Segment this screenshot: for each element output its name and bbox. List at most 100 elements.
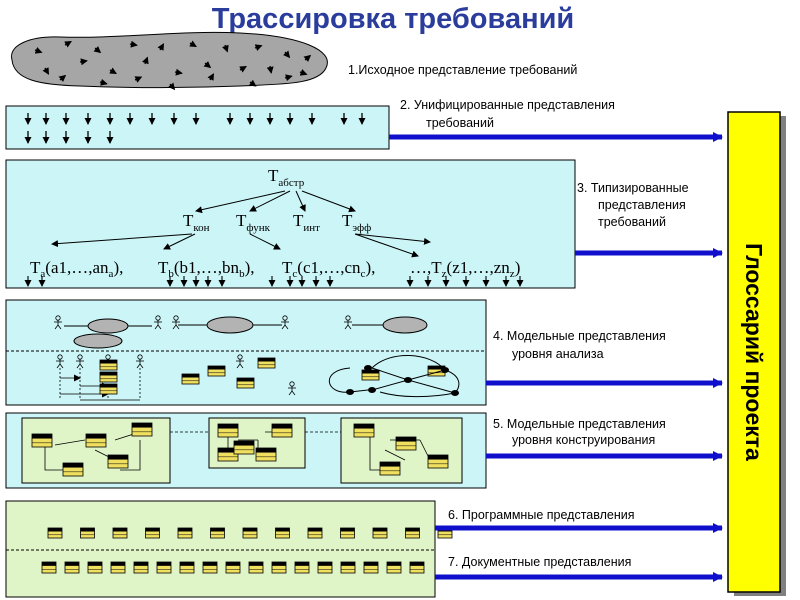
- cloud-arrow: [282, 50, 291, 59]
- actor-figure: [136, 354, 144, 369]
- component-icon: [379, 461, 401, 476]
- cloud-arrow: [129, 40, 138, 48]
- document-component: [317, 561, 333, 574]
- actor-figure: [344, 315, 352, 330]
- component-icon: [62, 462, 84, 477]
- program-component: [177, 527, 193, 539]
- cloud-arrow: [93, 45, 102, 54]
- state-nodes: [346, 365, 459, 396]
- state-node: [451, 390, 459, 396]
- page-title: Трассировка требований: [212, 3, 575, 35]
- document-component: [156, 561, 172, 574]
- type-eff: Tэфф: [342, 211, 371, 234]
- requirements-cloud: [11, 31, 328, 88]
- program-component: [275, 527, 290, 539]
- stage-3-label-line3: требований: [598, 215, 666, 229]
- stage-5-label-line1: 5. Модельные представления: [493, 417, 666, 431]
- stage-3-group: Tабстр Tкон Tфунк Tинт Tэфф Ta(a1,…,ana)…: [5, 159, 723, 289]
- document-component: [64, 561, 80, 574]
- document-component: [409, 561, 425, 574]
- component-icon: [271, 423, 293, 438]
- cloud-arrow: [157, 43, 165, 51]
- program-component: [112, 527, 128, 539]
- type-z: …,Tz(z1,…,znz): [410, 258, 520, 280]
- stage-5-components: [31, 422, 449, 477]
- program-component: [145, 527, 160, 539]
- cloud-arrow: [207, 73, 215, 81]
- type-funk: Tфунк: [236, 211, 271, 234]
- stage-7-label: 7. Документные представления: [448, 555, 631, 569]
- document-component: [294, 561, 310, 574]
- cloud-arrow: [248, 79, 257, 87]
- component-icon: [107, 454, 129, 469]
- stage-2-label-line2: требований: [426, 116, 494, 130]
- stage-2-label-line1: 2. Унифицированные представления: [400, 98, 615, 112]
- type-int: Tинт: [293, 211, 320, 234]
- stage-2-group: 2. Унифицированные представления требова…: [5, 98, 723, 150]
- component-icon: [427, 454, 449, 469]
- type-a: Ta(a1,…,ana),: [30, 258, 123, 280]
- state-node: [368, 387, 376, 393]
- state-node: [441, 367, 449, 373]
- cloud-arrow: [79, 58, 88, 66]
- component-icon: [99, 371, 118, 383]
- document-component: [386, 561, 402, 574]
- document-component: [340, 561, 356, 574]
- cloud-arrow: [134, 76, 143, 83]
- component-icon: [236, 377, 255, 389]
- component-icon: [255, 447, 277, 462]
- stage-3-label-line2: представления: [598, 198, 686, 212]
- state-diagram: [328, 355, 460, 398]
- cloud-arrow: [239, 65, 247, 73]
- stage-3-label-line1: 3. Типизированные: [577, 181, 689, 195]
- document-component: [87, 561, 103, 574]
- type-root: Tабстр: [268, 166, 305, 189]
- stage-4-label-line1: 4. Модельные представления: [493, 329, 666, 343]
- cloud-arrow: [299, 69, 308, 76]
- cloud-arrow: [64, 40, 72, 48]
- cloud-arrow: [266, 65, 274, 74]
- program-component: [372, 527, 388, 539]
- type-kon: Tкон: [183, 211, 210, 234]
- stage-4-panel: [5, 299, 487, 406]
- glossary-group: Глоссарий проекта: [727, 111, 786, 596]
- program-component: [80, 527, 95, 539]
- type-tree-lines: [51, 190, 431, 258]
- unified-arrows: [24, 113, 366, 144]
- stage-4-group: 4. Модельные представления уровня анализ…: [5, 299, 723, 406]
- cloud-arrow: [167, 82, 176, 91]
- program-component: [340, 527, 355, 539]
- cloud-arrow: [303, 54, 312, 63]
- component-icon: [31, 433, 53, 448]
- stage-6-label: 6. Программные представления: [448, 508, 634, 522]
- typed-small-arrows: [24, 276, 524, 287]
- program-component: [210, 527, 225, 539]
- program-component: [405, 527, 420, 539]
- cloud-arrows: [34, 40, 312, 91]
- component-icon: [99, 359, 118, 371]
- component-icon: [99, 383, 118, 395]
- state-node: [404, 377, 412, 383]
- stage-3-panel: [5, 159, 576, 289]
- stage-6-7-panel: [5, 500, 436, 598]
- cloud-arrow: [142, 56, 149, 65]
- actor-figure: [56, 354, 64, 369]
- component-icon: [207, 365, 226, 377]
- component-icon: [217, 447, 239, 462]
- document-component: [271, 561, 287, 574]
- glossary-label: Глоссарий проекта: [741, 243, 767, 461]
- glossary-box: [727, 111, 781, 593]
- document-component: [248, 561, 264, 574]
- cloud-arrow: [254, 44, 263, 51]
- component-icon: [181, 373, 200, 385]
- stage-5-label-line2: уровня конструирования: [512, 433, 655, 447]
- component-icon: [131, 422, 153, 437]
- document-component: [133, 561, 149, 574]
- component-icon: [395, 436, 417, 451]
- stage-1-label: 1.Исходное представление требований: [348, 63, 577, 77]
- document-component: [225, 561, 241, 574]
- program-component: [47, 527, 63, 539]
- stage-1-group: 1.Исходное представление требований: [11, 31, 577, 91]
- component-icon: [257, 357, 276, 369]
